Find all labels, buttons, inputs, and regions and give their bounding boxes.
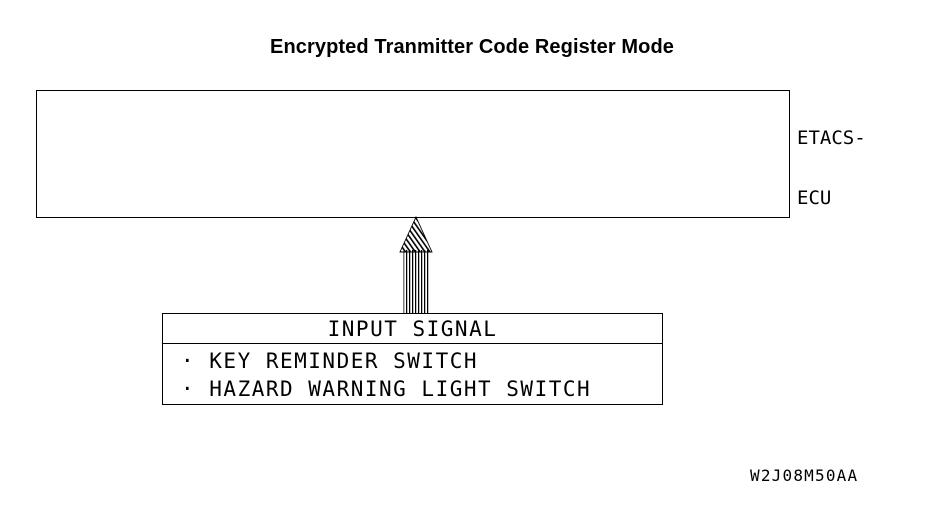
input-signal-header: INPUT SIGNAL xyxy=(163,314,662,344)
list-item: · KEY REMINDER SWITCH xyxy=(181,349,479,373)
input-signal-block: INPUT SIGNAL · KEY REMINDER SWITCH · HAZ… xyxy=(162,313,663,405)
drawing-reference-code: W2J08M50AA xyxy=(750,466,859,485)
etacs-ecu-label-line1: ETACS- xyxy=(797,127,866,149)
page-title: Encrypted Tranmitter Code Register Mode xyxy=(270,36,674,58)
etacs-ecu-label-line2: ECU xyxy=(797,187,832,209)
input-signal-list: · KEY REMINDER SWITCH · HAZARD WARNING L… xyxy=(163,344,662,403)
etacs-ecu-block xyxy=(36,90,790,218)
input-signal-header-label: INPUT SIGNAL xyxy=(327,316,498,341)
list-item: · HAZARD WARNING LIGHT SWITCH xyxy=(181,377,592,401)
etacs-ecu-label: ETACS- ECU xyxy=(797,88,937,248)
up-arrow-hatched-icon xyxy=(399,216,433,315)
